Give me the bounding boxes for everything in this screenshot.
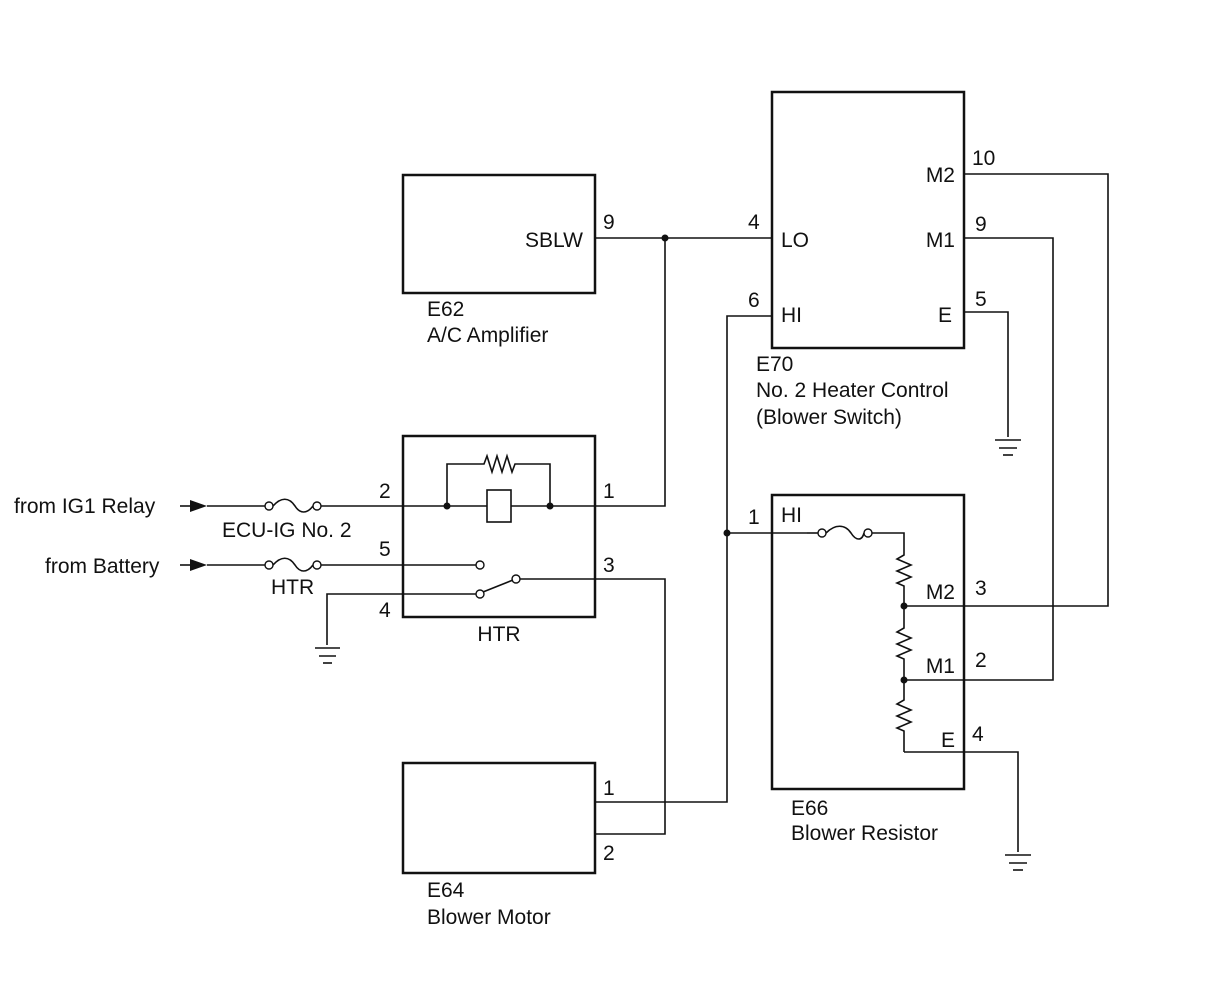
fuse-ecu-ig-label: ECU-IG No. 2 (222, 519, 352, 542)
htr-relay-pin-4: 4 (379, 599, 391, 622)
ac-amplifier: SBLW 9 E62 A/C Amplifier (401, 173, 615, 347)
heater-control-pin-6: 6 (748, 289, 760, 312)
thermal-fuse-pin-a-icon (817, 528, 827, 538)
blower-motor-pin-2: 2 (603, 842, 615, 865)
heater-control-e-label: E (938, 304, 952, 327)
ground-relay-icon (315, 647, 340, 664)
htr-relay-pin-3: 3 (603, 554, 615, 577)
heater-control-name-line1: No. 2 Heater Control (756, 379, 949, 402)
battery-source-label: from Battery (45, 555, 160, 578)
blower-resistor-hi-label: HI (781, 504, 802, 527)
blower-resistor: HI 1 M2 3 M1 2 E 4 E66 Blower Resistor (748, 493, 987, 845)
htr-relay-pin-1: 1 (603, 480, 615, 503)
blower-motor-box (401, 761, 597, 875)
blower-resistor-m2-label: M2 (926, 581, 955, 604)
blower-motor-ref: E64 (427, 879, 465, 902)
fuse-ecu-ig-icon (272, 498, 314, 513)
heater-control-m1-label: M1 (926, 229, 955, 252)
fuse-pin-icon (264, 501, 274, 511)
resistor-m2-m1-icon (894, 606, 914, 680)
relay-contact-common-icon (475, 589, 485, 599)
htr-relay-pin-5: 5 (379, 538, 391, 561)
blower-resistor-pin-3: 3 (975, 577, 987, 600)
heater-control-ref: E70 (756, 353, 793, 376)
htr-relay-pin-2: 2 (379, 480, 391, 503)
blower-resistor-pin-1: 1 (748, 506, 760, 529)
relay-contact-no-icon (511, 574, 521, 584)
htr-relay: 2 1 5 3 4 HTR (379, 434, 615, 646)
blower-resistor-e-label: E (941, 729, 955, 752)
ig1-source-label: from IG1 Relay (14, 495, 156, 518)
fuse-pin-icon (312, 501, 322, 511)
blower-motor-name: Blower Motor (427, 906, 551, 929)
thermal-fuse-pin-b-icon (863, 528, 873, 538)
arrow-right-icon (190, 559, 207, 571)
ac-amplifier-pin-9: 9 (603, 211, 615, 234)
ground-blower-resistor-icon (1005, 854, 1031, 871)
ac-amplifier-sblw-label: SBLW (525, 229, 583, 252)
ac-amplifier-name: A/C Amplifier (427, 324, 548, 347)
fuse-htr-icon (272, 557, 314, 572)
heater-control-pin-4: 4 (748, 211, 760, 234)
resistor-hi-m2-icon (872, 532, 914, 606)
blower-resistor-name: Blower Resistor (791, 822, 938, 845)
relay-contact-nc-icon (475, 560, 485, 570)
fuse-htr-label: HTR (271, 576, 314, 599)
ac-amplifier-box (401, 173, 597, 295)
thermal-fuse-icon (825, 525, 865, 540)
heater-control-name-line2: (Blower Switch) (756, 406, 902, 429)
fuse-pin-icon (264, 560, 274, 570)
blower-motor: 1 2 E64 Blower Motor (401, 761, 615, 929)
heater-control-lo-label: LO (781, 229, 809, 252)
heater-control: LO 4 HI 6 M2 10 M1 9 E 5 E70 No. 2 Heate… (748, 90, 995, 429)
blower-resistor-m1-label: M1 (926, 655, 955, 678)
heater-control-pin-10: 10 (972, 147, 995, 170)
blower-resistor-ref: E66 (791, 797, 828, 820)
blower-resistor-box (770, 493, 966, 791)
heater-control-pin-5: 5 (975, 288, 987, 311)
fuse-pin-icon (312, 560, 322, 570)
blower-motor-pin-1: 1 (603, 777, 615, 800)
relay-coil-icon (486, 489, 512, 523)
heater-control-pin-9: 9 (975, 213, 987, 236)
battery-source: from Battery HTR (45, 555, 476, 599)
relay-coil-resistor-icon (446, 453, 551, 506)
arrow-right-icon (190, 500, 207, 512)
blower-resistor-pin-2: 2 (975, 649, 987, 672)
ac-amplifier-ref: E62 (427, 298, 464, 321)
wires (326, 173, 1109, 852)
resistor-m1-e-icon (894, 680, 914, 752)
ground-heater-control-icon (995, 439, 1021, 456)
heater-control-hi-label: HI (781, 304, 802, 327)
blower-resistor-pin-4: 4 (972, 723, 984, 746)
htr-relay-box (401, 434, 597, 619)
ig1-source: from IG1 Relay ECU-IG No. 2 (14, 495, 447, 542)
heater-control-m2-label: M2 (926, 164, 955, 187)
heater-control-box (770, 90, 966, 350)
relay-switch-blade-icon (482, 579, 514, 593)
htr-relay-name: HTR (477, 623, 520, 646)
